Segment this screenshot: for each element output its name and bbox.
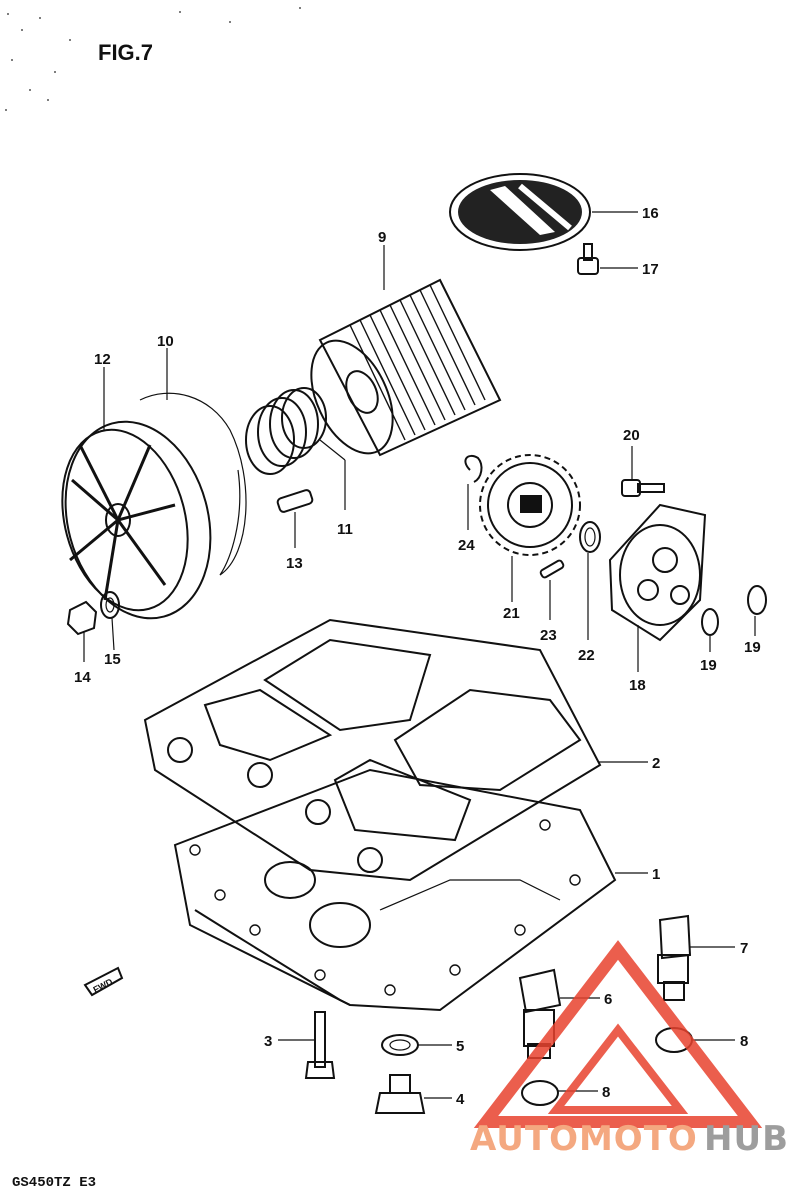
oil-pump xyxy=(608,503,707,642)
watermark-logo: AUTOMOTO HUB xyxy=(470,940,789,1159)
callout-18: 18 xyxy=(629,677,646,694)
callout-9: 9 xyxy=(378,229,386,246)
watermark-text-automoto: AUTOMOTO xyxy=(470,1119,698,1159)
callout-1: 1 xyxy=(652,866,660,883)
strainer-screw xyxy=(577,243,599,275)
filter-spring xyxy=(245,387,327,475)
callout-12: 12 xyxy=(94,351,111,368)
pump-screw xyxy=(621,479,665,497)
scan-noise xyxy=(5,7,301,111)
union-fitting-b xyxy=(657,914,692,1001)
oil-filter xyxy=(310,278,502,457)
callout-7: 7 xyxy=(740,940,748,957)
model-code: GS450TZ E3 xyxy=(12,1175,96,1191)
callout-14: 14 xyxy=(74,669,91,686)
callout-13: 13 xyxy=(286,555,303,572)
oil-pan-bolt xyxy=(304,1011,336,1079)
cap-washer xyxy=(100,591,120,619)
callout-5: 5 xyxy=(456,1038,464,1055)
leader-lines xyxy=(83,211,756,1099)
callout-4: 4 xyxy=(456,1091,465,1108)
drain-plug-washer xyxy=(381,1034,419,1056)
callout-21: 21 xyxy=(503,605,520,622)
cap-nut xyxy=(66,600,98,636)
figure-title: FIG.7 xyxy=(98,40,153,65)
callout-19a: 19 xyxy=(700,657,717,674)
oil-strainer xyxy=(449,173,591,251)
callout-16: 16 xyxy=(642,205,659,222)
callout-6: 6 xyxy=(604,991,612,1008)
callout-24: 24 xyxy=(458,537,475,554)
oil-pan-gasket xyxy=(143,618,602,882)
pump-o-ring xyxy=(701,585,767,636)
callout-20: 20 xyxy=(623,427,640,444)
callout-10: 10 xyxy=(157,333,174,350)
callout-23: 23 xyxy=(540,627,557,644)
drain-plug xyxy=(374,1074,426,1114)
callout-19b: 19 xyxy=(744,639,761,656)
callout-8a: 8 xyxy=(740,1033,748,1050)
callout-22: 22 xyxy=(578,647,595,664)
gear-washer xyxy=(579,521,601,553)
watermark-text-hub: HUB xyxy=(704,1119,789,1159)
callout-11: 11 xyxy=(337,521,353,538)
pump-driven-gear xyxy=(479,454,581,556)
callout-17: 17 xyxy=(642,261,659,278)
forward-arrow-icon: FWD xyxy=(83,966,124,997)
cap-stud xyxy=(276,489,314,513)
callout-8b: 8 xyxy=(602,1084,610,1101)
callout-15: 15 xyxy=(104,651,121,668)
oil-pan xyxy=(173,768,617,1012)
callout-2: 2 xyxy=(652,755,660,772)
gear-circlip xyxy=(464,454,483,483)
callout-3: 3 xyxy=(264,1033,272,1050)
gear-pin xyxy=(539,559,565,579)
oil-filter-cap xyxy=(61,392,247,620)
